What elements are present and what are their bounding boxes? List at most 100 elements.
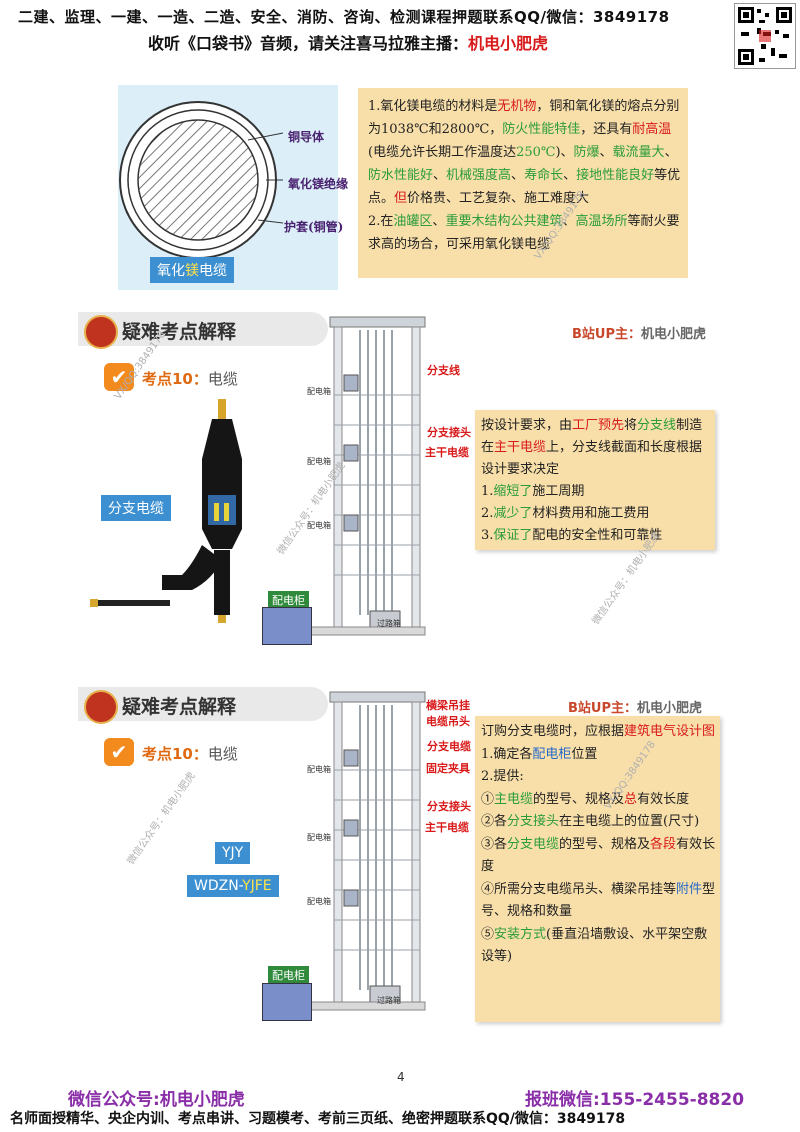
- footer-line2: 名师面授精华、央企内训、考点串讲、习题模考、考前三页纸、绝密押题联系QQ/微信：…: [10, 1111, 626, 1127]
- text-run: 等优点。: [368, 168, 681, 206]
- label-dist-box: 配电箱: [307, 897, 331, 906]
- qr-code-image: [734, 3, 796, 69]
- text-run: 耐高温: [632, 122, 672, 137]
- text-run: (垂直沿墙敷设、水平架空敷设等): [481, 926, 708, 965]
- text-run: 油罐区: [393, 214, 433, 229]
- text-run: 安装方式: [494, 926, 547, 942]
- text-line: 1.缩短了施工周期: [481, 481, 711, 503]
- text-run: 2.: [481, 506, 494, 521]
- text-run: 1.氧化镁电缆的材料是: [368, 99, 498, 114]
- logo-badge-icon: [84, 690, 118, 724]
- text-run: 订购分支电缆时，应根据: [481, 724, 625, 739]
- label-branch-joint: 分支接头: [427, 800, 471, 813]
- footer-wechat-name: 机电小肥虎: [159, 1090, 245, 1110]
- cabinet-icon: [262, 983, 312, 1021]
- text-run: 、: [562, 214, 576, 229]
- mgo-paragraph-1: 1.氧化镁电缆的材料是无机物，铜和氧化镁的熔点分别为1038℃和2800℃，防火…: [368, 95, 683, 210]
- header-host: 机电小肥虎: [468, 34, 549, 53]
- text-run: 缩短了: [493, 484, 533, 499]
- text-run: ②各: [481, 814, 508, 829]
- text-run: 载流量大: [612, 145, 665, 160]
- mgo-paragraph-2: 2.在油罐区、重要木结构公共建筑、高温场所等耐火要求高的场合，可采用氧化镁电缆: [368, 210, 683, 256]
- text-run: ①: [481, 791, 495, 807]
- text-run: 无机物: [497, 99, 537, 114]
- section2-info-text: 按设计要求，由工厂预先将分支线制造在主干电缆上，分支线截面和长度根据设计要求决定…: [481, 415, 711, 547]
- text-run: 上，分支线截面和长度根据设计要求决定: [481, 440, 703, 477]
- branch-cable-tag: 分支电缆: [101, 495, 171, 521]
- mgo-info-text: 1.氧化镁电缆的材料是无机物，铜和氧化镁的熔点分别为1038℃和2800℃，防火…: [368, 95, 683, 256]
- section2-header-bar: [78, 312, 328, 346]
- riser-diagram-1: [300, 315, 430, 640]
- section3-bilibili: B站UP主：机电小肥虎: [568, 697, 702, 716]
- label-main-cable: 主干电缆: [425, 446, 469, 459]
- section3-kp: 考点10：电缆: [142, 743, 238, 764]
- text-run: ③各: [481, 836, 508, 852]
- section3-info-box: [475, 716, 720, 1022]
- text-run: 、: [511, 168, 525, 183]
- text-run: 、: [599, 145, 613, 160]
- text-run: 2.提供:: [481, 769, 524, 784]
- label-branch-cable: 分支电缆: [427, 740, 471, 753]
- text-run: 的型号、规格及: [559, 836, 651, 852]
- header-line2-prefix: 收听《口袋书》音频，请关注喜马拉雅主播：: [148, 34, 469, 53]
- text-line: 2.提供:: [481, 766, 717, 789]
- branch-cable-illustration: [90, 395, 290, 625]
- text-run: 分支接头: [507, 814, 560, 829]
- text-run: 配电柜: [532, 746, 572, 762]
- page-number: 4: [397, 1070, 405, 1084]
- text-run: 分支电缆: [507, 836, 560, 852]
- logo-badge-icon: [84, 315, 118, 349]
- text-run: 1.: [481, 484, 494, 499]
- text-run: 制造在: [481, 418, 703, 455]
- text-run: 2.在: [368, 214, 394, 229]
- label-main-cable: 主干电缆: [425, 821, 469, 834]
- header-line1: 二建、监理、一建、一造、二造、安全、消防、咨询、检测课程押题联系QQ/微信：38…: [18, 8, 670, 26]
- checkmark-icon: ✔: [104, 363, 134, 391]
- text-run: 寿命长: [524, 168, 564, 183]
- label-branch-line: 分支线: [427, 364, 460, 377]
- text-run: 、: [664, 145, 678, 160]
- footer-wechat: 微信公众号:机电小肥虎: [68, 1085, 245, 1110]
- text-run: 、: [563, 168, 577, 183]
- text-line: ⑤安装方式(垂直沿墙敷设、水平架空敷设等): [481, 924, 717, 969]
- tag-part: 镁: [185, 263, 199, 279]
- text-run: 有效长度: [481, 836, 716, 875]
- text-run: 减少了: [493, 506, 533, 521]
- watermark-text: 微信公众号：机电小肥虎: [125, 770, 198, 867]
- text-run: ④所需分支电缆吊头、横梁吊挂等: [481, 881, 677, 897]
- tag-part: YJFE: [242, 878, 272, 894]
- text-run: 各段: [650, 836, 677, 852]
- text-run: )、: [555, 145, 574, 160]
- text-line: ②各分支接头在主电缆上的位置(尺寸): [481, 811, 717, 834]
- text-run: 工厂预先: [572, 418, 625, 433]
- tag-part: 氧化: [157, 263, 185, 279]
- tag-yjy: YJY: [215, 842, 251, 864]
- text-run: 按设计要求，由: [481, 418, 573, 433]
- label-copper-sheath: 护套(铜管): [284, 220, 344, 234]
- label-copper-conductor: 铜导体: [288, 130, 325, 144]
- label-dist-box: 配电箱: [307, 521, 331, 530]
- label-mgo-insulation: 氧化镁绝缘: [288, 177, 349, 191]
- text-run: 主干电缆: [494, 440, 547, 455]
- text-run: 但: [394, 191, 408, 206]
- text-run: 防火性能特佳: [502, 122, 581, 137]
- cabinet-icon: [262, 607, 312, 645]
- text-run: 接地性能良好: [576, 168, 655, 183]
- checkmark-icon: ✔: [104, 738, 134, 766]
- bili-name: 机电小肥虎: [641, 327, 707, 342]
- section2-info-box: [475, 410, 715, 550]
- text-run: 型号、规格和数量: [481, 881, 716, 920]
- kp-topic: 电缆: [207, 745, 238, 763]
- text-line: ④所需分支电缆吊头、横梁吊挂等附件型号、规格和数量: [481, 879, 717, 924]
- text-run: 建筑电气设计图: [624, 724, 716, 739]
- text-run: 高温场所: [575, 214, 628, 229]
- text-line: 订购分支电缆时，应根据建筑电气设计图: [481, 721, 717, 744]
- text-run: ⑤: [481, 926, 495, 942]
- text-line: 1.确定各配电柜位置: [481, 744, 717, 767]
- text-run: 配电的安全性和可靠性: [532, 528, 663, 543]
- tag-wdzn: WDZN-YJFE: [187, 875, 279, 897]
- text-run: 防爆: [573, 145, 600, 160]
- text-run: (电缆允许长期工作温度达: [368, 145, 517, 160]
- label-cable-hanger: 电缆吊头: [426, 715, 470, 728]
